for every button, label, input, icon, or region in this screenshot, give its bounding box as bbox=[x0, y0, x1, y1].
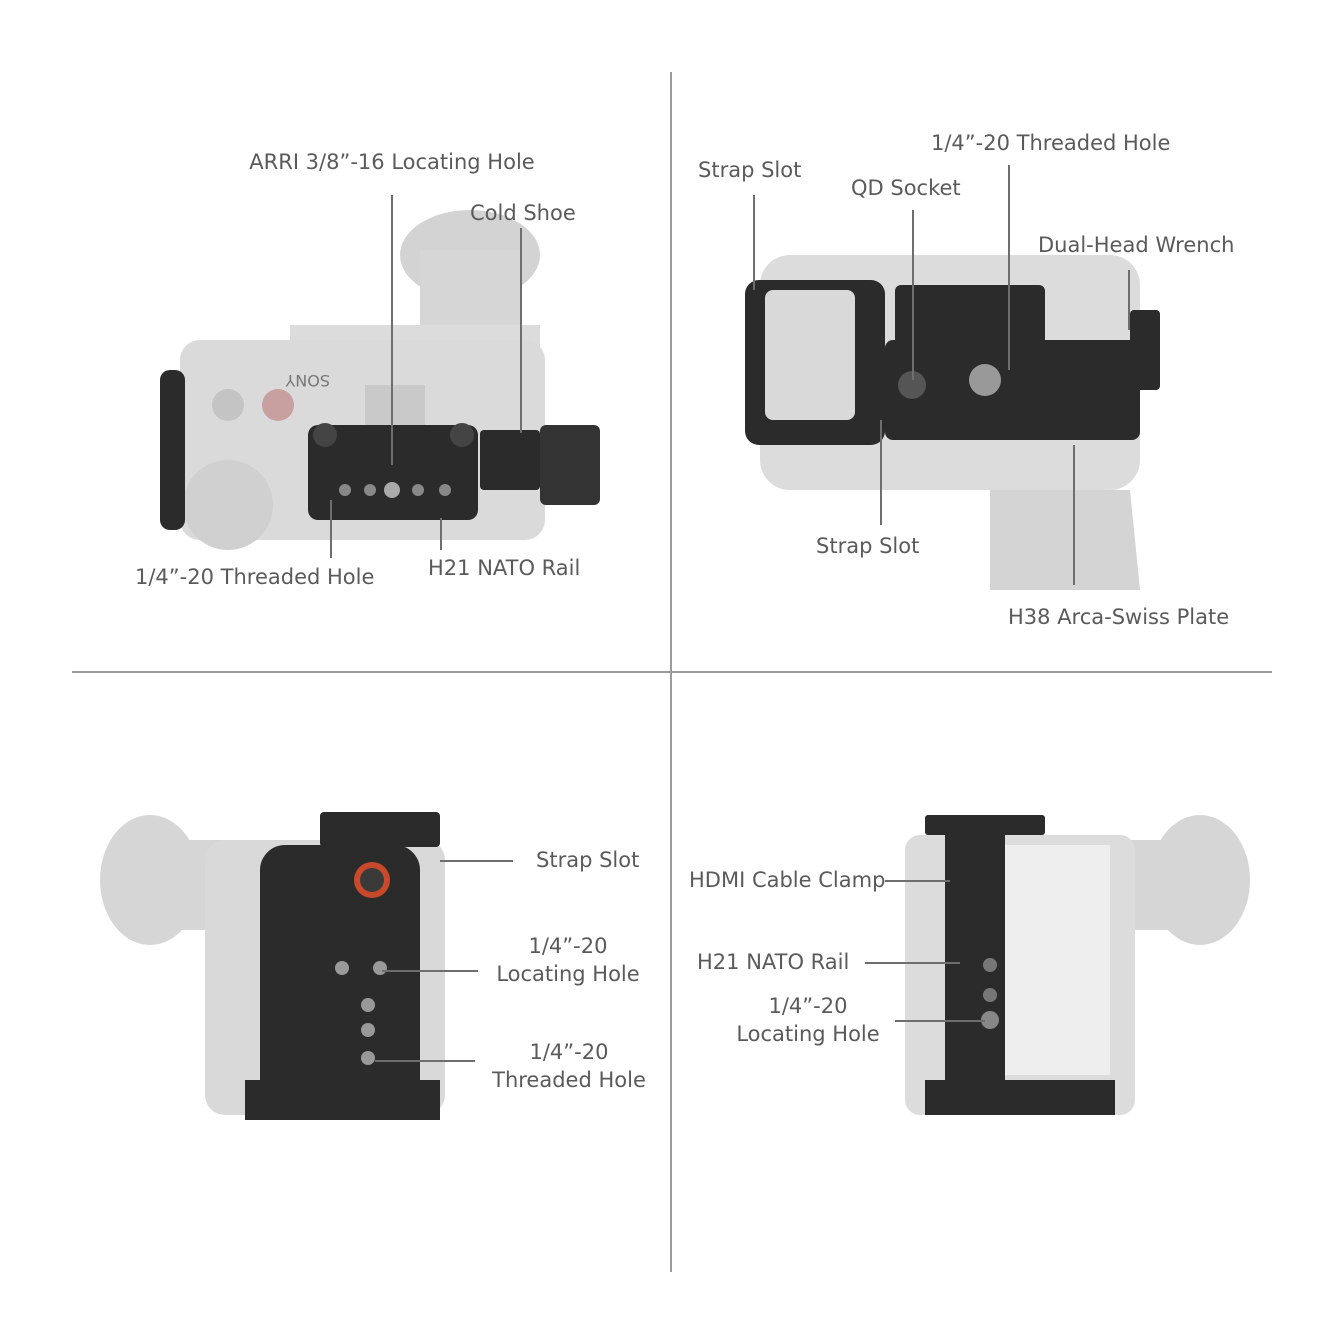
label-arri-locating-hole: ARRI 3/8”-16 Locating Hole bbox=[249, 150, 535, 174]
leader-line bbox=[375, 1060, 475, 1062]
label-hdmi-cable-clamp: HDMI Cable Clamp bbox=[689, 868, 886, 892]
label-locating-hole: 1/4”-20 Locating Hole bbox=[728, 992, 888, 1048]
label-nato-rail: H21 NATO Rail bbox=[697, 950, 850, 974]
grip-side-camera bbox=[100, 812, 445, 1120]
top-handle-cage bbox=[308, 423, 600, 520]
label-threaded-hole: 1/4”-20 Threaded Hole bbox=[931, 131, 1171, 155]
label-threaded-hole: 1/4”-20 Threaded Hole bbox=[482, 1038, 656, 1094]
leader-line bbox=[1128, 270, 1130, 330]
leader-line bbox=[1008, 165, 1010, 370]
hdmi-side-camera bbox=[905, 815, 1250, 1115]
leader-line bbox=[440, 860, 513, 862]
label-cold-shoe: Cold Shoe bbox=[470, 201, 576, 225]
label-line-1: 1/4”-20 bbox=[529, 1040, 609, 1064]
label-line-2: Threaded Hole bbox=[492, 1068, 646, 1092]
label-dual-head-wrench: Dual-Head Wrench bbox=[1038, 233, 1235, 257]
label-nato-rail: H21 NATO Rail bbox=[428, 556, 581, 580]
leader-line bbox=[1073, 445, 1075, 585]
leader-line bbox=[880, 420, 882, 525]
leader-line bbox=[391, 195, 393, 465]
label-strap-slot-bottom: Strap Slot bbox=[816, 534, 920, 558]
leader-line bbox=[912, 210, 914, 380]
label-strap-slot: Strap Slot bbox=[536, 848, 640, 872]
leader-line bbox=[753, 195, 755, 290]
leader-line bbox=[382, 970, 478, 972]
label-qd-socket: QD Socket bbox=[851, 176, 961, 200]
label-strap-slot-top: Strap Slot bbox=[698, 158, 802, 182]
leader-line bbox=[330, 500, 332, 558]
leader-line bbox=[885, 880, 950, 882]
label-threaded-hole: 1/4”-20 Threaded Hole bbox=[135, 565, 375, 589]
label-line-1: 1/4”-20 bbox=[528, 934, 608, 958]
label-line-2: Locating Hole bbox=[496, 962, 640, 986]
horizontal-divider bbox=[72, 671, 1272, 673]
label-line-2: Locating Hole bbox=[736, 1022, 880, 1046]
label-locating-hole: 1/4”-20 Locating Hole bbox=[488, 932, 648, 988]
camera-brand-logo: SONY bbox=[285, 371, 330, 390]
leader-line bbox=[895, 1020, 985, 1022]
side-view-camera bbox=[745, 255, 1160, 590]
leader-line bbox=[440, 518, 442, 550]
label-line-1: 1/4”-20 bbox=[768, 994, 848, 1018]
label-arca-plate: H38 Arca-Swiss Plate bbox=[1008, 605, 1230, 629]
leader-line bbox=[520, 228, 522, 433]
leader-line bbox=[865, 962, 960, 964]
